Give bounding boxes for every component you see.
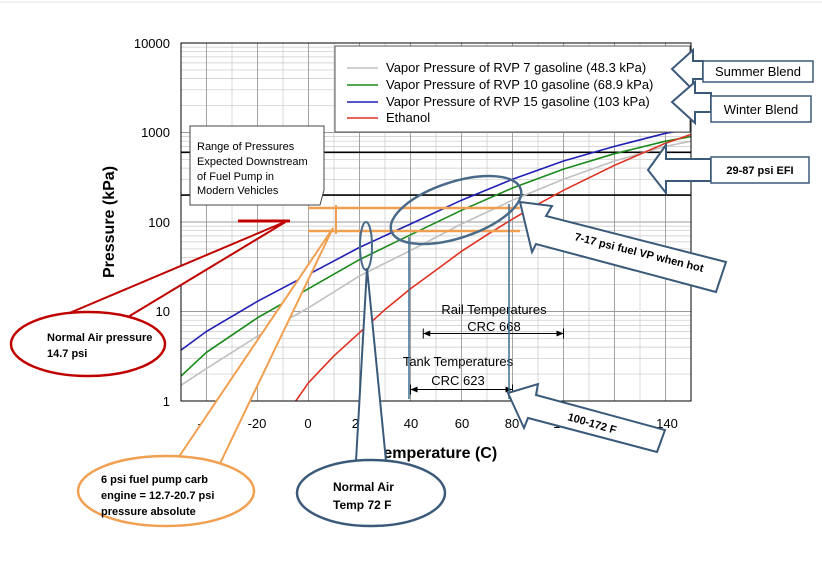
callout-temp-range: 100-172 F [506,382,667,454]
callout-bubble [295,458,447,528]
legend-label-rvp7: Vapor Pressure of RVP 7 gasoline (48.3 k… [386,60,646,75]
range-arrow-head [410,386,418,393]
y-tick-label: 1000 [141,125,170,140]
x-tick-label: 0 [304,416,311,431]
pressure-range-line: Range of Pressures [197,141,295,153]
x-tick-label: -20 [248,416,267,431]
callout-box [710,95,812,123]
series-line-vapor-pressure-of-rvp-10-gasoline-68-9-kpa [180,135,692,377]
callout-text: 6 psi fuel pump carb [101,474,208,486]
y-tick-label: 1 [163,394,170,409]
callout-summer-blend: Summer Blend [670,47,814,93]
rail-temp-source: CRC 668 [467,319,520,334]
callout-text: Temp 72 F [333,498,391,512]
callout-normal-air-pressure: Normal Air pressure 14.7 psi [9,220,288,378]
callout-text: Normal Air [333,480,394,494]
y-tick-label: 10000 [134,36,170,51]
legend: Vapor Pressure of RVP 7 gasoline (48.3 k… [334,45,691,133]
callout-text: Winter Blend [724,102,798,117]
callout-text: engine = 12.7-20.7 psi [101,490,214,502]
legend-label-rvp15: Vapor Pressure of RVP 15 gasoline (103 k… [386,94,650,109]
series-line-ethanol [295,133,692,402]
series-group [180,128,692,402]
callout-arrow [518,200,728,294]
callout-text: Summer Blend [715,64,801,79]
callout-efi: 29-87 psi EFI [646,141,810,196]
x-tick-label: 140 [656,416,678,431]
callout-text: 14.7 psi [47,348,87,360]
pressure-range-line: Expected Downstream [197,156,308,168]
y-tick-labels: 1 10 100 1000 10000 [134,36,170,409]
x-axis-label: Temperature (C) [375,445,497,462]
series-line-vapor-pressure-of-rvp-15-gasoline-103-kpa [180,128,692,351]
tank-temp-label: Tank Temperatures [403,354,514,369]
plot-frame [180,42,692,402]
pressure-range-line: Modern Vehicles [197,185,279,197]
y-axis-label: Pressure (kPa) [101,166,118,278]
overlay-markers [238,174,523,399]
callout-fuel-pump: 6 psi fuel pump carb engine = 12.7-20.7 … [76,227,334,528]
x-tick-label: 40 [404,416,418,431]
y-tick-label: 100 [148,215,170,230]
legend-box [334,45,691,133]
callout-text: pressure absolute [101,506,196,518]
callout-arrow [506,382,667,454]
pressure-range-box: Range of Pressures Expected Downstream o… [189,125,325,206]
rail-temp-label: Rail Temperatures [441,302,547,317]
range-arrow-head [423,330,431,337]
pressure-range-frame [189,125,325,206]
callout-text: 29-87 psi EFI [726,165,793,177]
callout-bubble [76,454,256,528]
y-tick-label: 10 [156,304,170,319]
callout-bubble [9,310,167,378]
pressure-range-line: of Fuel Pump in [197,171,274,183]
temperature-ranges: Rail Temperatures CRC 668 Tank Temperatu… [403,302,564,395]
callout-box [710,156,810,184]
tank-temp-source: CRC 623 [431,373,484,388]
legend-label-ethanol: Ethanol [386,110,430,125]
callout-normal-air-temp: Normal Air Temp 72 F [295,267,447,528]
fuel-vp-ellipse [389,174,523,246]
x-tick-label: 60 [455,416,469,431]
callout-winter-blend: Winter Blend [670,79,812,126]
callout-box [702,60,814,83]
callout-text: Normal Air pressure [47,332,152,344]
range-arrow-head [556,330,564,337]
legend-label-rvp10: Vapor Pressure of RVP 10 gasoline (68.9 … [386,77,653,92]
series-line-vapor-pressure-of-rvp-7-gasoline-48-3-kpa [180,140,692,386]
x-tick-label: 80 [505,416,519,431]
